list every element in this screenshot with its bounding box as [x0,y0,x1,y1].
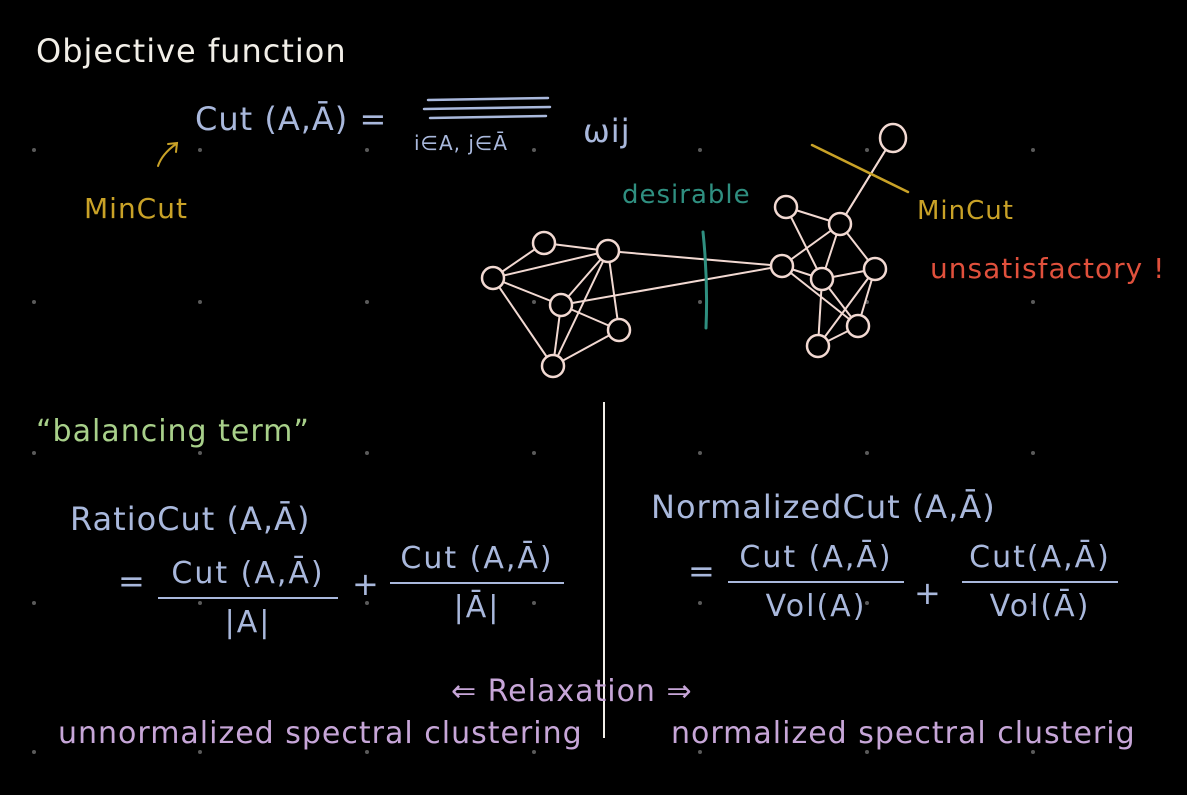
mincut-label-right: MinCut [917,196,1014,226]
grid-dot [532,300,536,304]
grid-dot [698,601,702,605]
normalized-method-label: normalized spectral clusterig [671,716,1136,751]
ratio-cut-denominator-2: |Ā| [453,590,501,625]
grid-dot [198,601,202,605]
grid-dot [365,601,369,605]
graph-node [862,256,888,282]
normalized-cut-plus: + [914,574,942,612]
grid-dot [1031,148,1035,152]
normalized-cut-title: NormalizedCut (A,Ā) [651,488,996,526]
unnormalized-method-label: unnormalized spectral clustering [58,716,583,751]
graph-node [773,194,799,220]
grid-dot [1031,601,1035,605]
balancing-term-label: “balancing term” [36,414,310,449]
normalized-cut-fraction-1: Cut (A,Ā) Vol(A) [728,540,904,624]
graph-edge [492,277,554,367]
grid-dot [698,750,702,754]
grid-dot [32,148,36,152]
graph-node [878,122,908,154]
grid-dot [698,300,702,304]
normalized-cut-numerator-1: Cut (A,Ā) [728,540,904,583]
graph-node [845,313,871,339]
title-objective-function: Objective function [36,32,347,70]
graph-node [480,265,506,291]
grid-dot [1031,300,1035,304]
weight-term: ωij [583,112,631,150]
unsatisfactory-label: unsatisfactory ! [930,252,1166,285]
graph-edge [492,250,609,279]
ratio-cut-denominator-1: |A| [224,605,272,640]
ratio-cut-title: RatioCut (A,Ā) [70,500,311,538]
grid-dot [198,148,202,152]
grid-dot [532,451,536,455]
graph-edge [552,250,609,367]
grid-dot [32,750,36,754]
grid-dot [365,300,369,304]
mincut-line [810,143,910,194]
graph-node [540,353,566,379]
graph-edge [560,265,783,306]
grid-dot [865,451,869,455]
ratio-cut-numerator-1: Cut (A,Ā) [158,556,338,599]
graph-node [548,292,574,318]
sum-subscript: i∈A, j∈Ā [414,131,509,155]
mincut-label-left: MinCut [84,192,188,225]
graph-node [827,211,853,237]
graph-edge [785,206,823,280]
summation-icon [422,96,552,120]
graph-edge [607,250,783,267]
arrow-up-right-icon [157,141,179,167]
ratio-cut-fraction-2: Cut (A,Ā) |Ā| [390,541,564,625]
normalized-cut-numerator-2: Cut(A,Ā) [962,540,1118,583]
desirable-cut-line [701,230,709,330]
grid-dot [532,601,536,605]
grid-dot [365,750,369,754]
grid-dot [698,451,702,455]
graph-node [769,253,795,279]
grid-dot [365,451,369,455]
ratio-cut-fraction-1: Cut (A,Ā) |A| [158,556,338,640]
normalized-cut-denominator-2: Vol(Ā) [989,589,1091,624]
grid-dot [865,601,869,605]
normalized-cut-fraction-2: Cut(A,Ā) Vol(Ā) [962,540,1118,624]
graph-edge [607,250,620,331]
grid-dot [1031,750,1035,754]
grid-dot [365,148,369,152]
graph-node [805,333,831,359]
grid-dot [532,148,536,152]
relaxation-label: ⇐ Relaxation ⇒ [451,674,693,709]
graph-diagram [480,122,910,379]
grid-dot [532,750,536,754]
graph-node [595,238,621,264]
normalized-cut-denominator-1: Vol(A) [765,589,867,624]
graph-edges [492,137,894,367]
graph-edge [552,329,620,367]
graph-node [531,230,557,256]
vertical-divider [603,402,605,738]
cut-definition-lhs: Cut (A,Ā) = [195,100,388,138]
grid-dot [1031,451,1035,455]
grid-dot [865,750,869,754]
normalized-cut-equals: = [688,552,716,590]
grid-dot [32,451,36,455]
graph-node [606,317,632,343]
ratio-cut-numerator-2: Cut (A,Ā) [390,541,564,584]
grid-dot [198,300,202,304]
grid-dot [698,148,702,152]
graph-edge [817,268,876,347]
grid-dot [198,451,202,455]
grid-dot [198,750,202,754]
graph-node [809,266,835,292]
graph-edge [839,137,894,225]
desirable-label: desirable [622,180,751,210]
grid-dot [32,300,36,304]
grid-dot [865,148,869,152]
grid-dot [32,601,36,605]
ratio-cut-plus: + [352,565,380,603]
graph-nodes [480,122,908,379]
ratio-cut-equals: = [118,562,146,600]
